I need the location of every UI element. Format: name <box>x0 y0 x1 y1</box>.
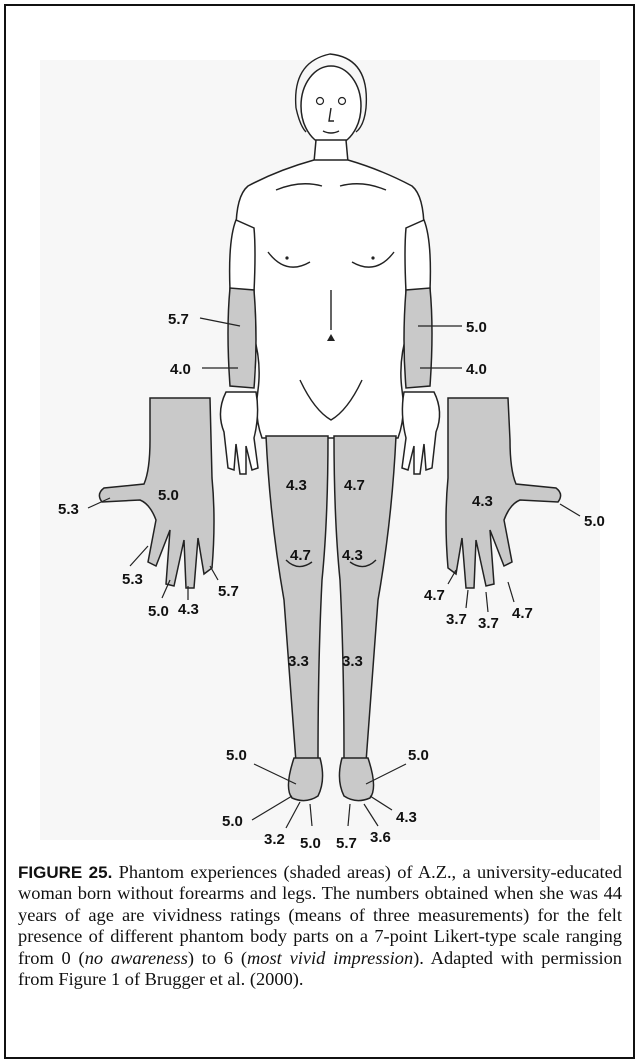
head <box>301 66 361 146</box>
rating-right-forearm-upper: 5.7 <box>168 311 189 328</box>
right-forearm-shaded <box>228 288 256 388</box>
rating-right-forearm-lower: 4.0 <box>170 361 191 378</box>
rating-right-hand-little: 5.7 <box>218 583 239 600</box>
rating-left-foot-outer: 4.3 <box>396 809 417 826</box>
rating-right-foot-small: 3.2 <box>264 831 285 848</box>
rating-right-hand-ring: 4.3 <box>178 601 199 618</box>
rating-left-foot-big: 5.7 <box>336 835 357 852</box>
rating-right-shin: 3.3 <box>288 653 309 670</box>
right-upper-arm <box>230 220 255 292</box>
left-foot-shaded <box>339 758 373 801</box>
rating-left-ankle: 5.0 <box>408 747 429 764</box>
rating-right-hand-thumb: 5.3 <box>58 501 79 518</box>
left-eye <box>339 98 346 105</box>
rating-right-hand-palm: 5.0 <box>158 487 179 504</box>
rating-right-foot-toe: 5.0 <box>222 813 243 830</box>
rating-left-hand-little: 4.7 <box>424 587 445 604</box>
rating-left-hand-middle: 3.7 <box>478 615 499 632</box>
right-nipple <box>285 256 288 259</box>
rating-left-hand-index: 4.7 <box>512 605 533 622</box>
left-forearm-shaded <box>404 288 432 388</box>
caption-middle: ) to 6 ( <box>188 948 247 968</box>
right-foot-shaded <box>288 758 322 801</box>
rating-left-hand-palm: 4.3 <box>472 493 493 510</box>
rating-left-thigh: 4.7 <box>344 477 365 494</box>
right-eye <box>317 98 324 105</box>
left-upper-arm <box>405 220 430 292</box>
rating-right-hand-middle: 5.0 <box>148 603 169 620</box>
rating-left-forearm-lower: 4.0 <box>466 361 487 378</box>
rating-right-hand-index: 5.3 <box>122 571 143 588</box>
rating-right-ankle: 5.0 <box>226 747 247 764</box>
phantom-body-diagram: 5.7 4.0 5.0 4.0 5.3 5.0 5.3 5.0 4.3 5.7 … <box>0 0 641 860</box>
rating-right-thigh: 4.3 <box>286 477 307 494</box>
figure-caption: FIGURE 25. Phantom experiences (shaded a… <box>18 862 622 990</box>
torso <box>236 160 424 438</box>
caption-label: FIGURE 25. <box>18 863 112 882</box>
rating-right-foot-big: 5.0 <box>300 835 321 852</box>
rating-right-knee: 4.7 <box>290 547 311 564</box>
rating-left-hand-thumb: 5.0 <box>584 513 605 530</box>
rating-left-hand-ring: 3.7 <box>446 611 467 628</box>
rating-left-forearm-upper: 5.0 <box>466 319 487 336</box>
left-nipple <box>371 256 374 259</box>
rating-left-shin: 3.3 <box>342 653 363 670</box>
caption-emphasis-no-awareness: no awareness <box>85 948 188 968</box>
caption-emphasis-most-vivid: most vivid impression <box>247 948 413 968</box>
neck <box>314 140 348 162</box>
rating-left-foot-small: 3.6 <box>370 829 391 846</box>
rating-left-knee: 4.3 <box>342 547 363 564</box>
